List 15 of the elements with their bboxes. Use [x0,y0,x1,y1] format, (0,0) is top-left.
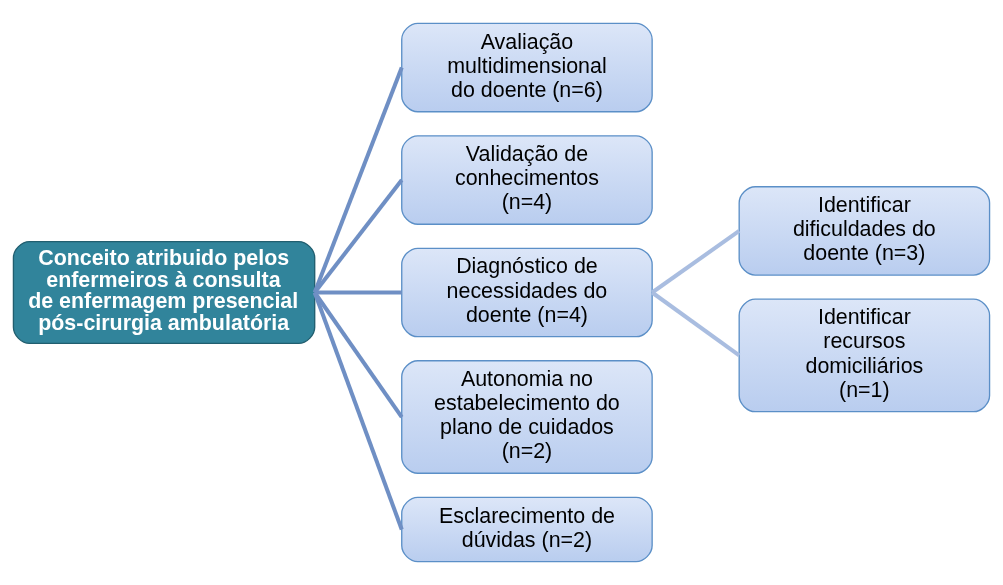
node-box: Avaliação multidimensional do doente (n=6) [401,22,653,113]
connector [313,291,404,419]
connector [314,290,402,295]
connector [313,178,404,294]
connector [312,291,404,531]
node-box: Conceito atribuido pelos enfermeiros à consulta de enfermagem presencial pós-cirurgia ambulatória [12,240,316,345]
connector [312,66,404,294]
node-box: Validação de conhecimentos (n=4) [401,135,653,225]
node-box: Autonomia no estabelecimento do plano de cuidados (n=2) [401,360,653,474]
node-box: Identificar dificuldades do doente (n=3) [738,186,991,276]
connector [650,290,741,358]
connector [651,229,741,295]
node-box: Identificar recursos domiciliários (n=1) [738,298,991,413]
node-box: Diagnóstico de necessidades do doente (n=4) [401,247,653,338]
node-box: Esclarecimento de dúvidas (n=2) [401,496,653,563]
